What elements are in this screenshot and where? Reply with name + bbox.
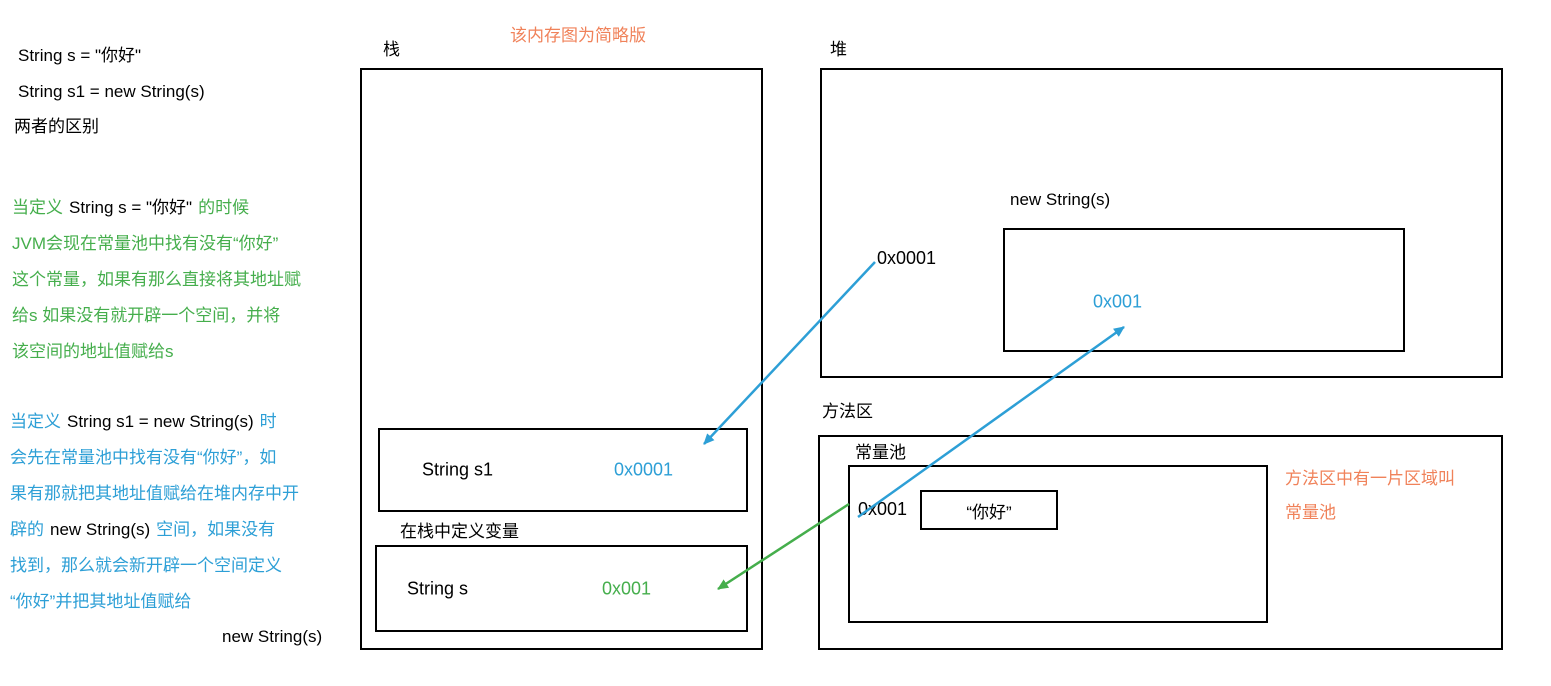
constant-pool-title: 常量池 xyxy=(855,443,906,462)
blue-line-1-code: String s1 = new String(s) xyxy=(67,412,254,431)
blue-line-2: 会先在常量池中找有没有“你好”，如 xyxy=(10,448,277,467)
constant-pool-box xyxy=(848,465,1268,623)
blue-explanation: 当定义 String s1 = new String(s) 时 会先在常量池中找有没… xyxy=(10,404,322,653)
method-area-title: 方法区 xyxy=(822,402,873,421)
green-line-2: JVM会现在常量池中找有没有“你好” xyxy=(12,234,279,253)
blue-line-7: new String(s) xyxy=(222,627,323,646)
blue-line-4c: 空间，如果没有 xyxy=(156,520,276,539)
method-area-side-note: 方法区中有一片区域叫 常量池 xyxy=(1285,462,1455,530)
green-line-1: 当定义 String s = "你好" 的时候 xyxy=(12,190,301,226)
code-line-2: String s1 = new String(s) xyxy=(18,82,205,101)
green-line-1-code: String s = "你好" xyxy=(69,198,193,217)
stack-s1-label: String s1 xyxy=(422,459,494,480)
blue-line-5: 找到，那么就会新开辟一个空间定义 xyxy=(10,556,282,575)
green-line-3: 这个常量，如果有那么直接将其地址赋 xyxy=(12,270,301,289)
string-literal-value: “你好” xyxy=(966,502,1012,522)
green-line-1c: 的时候 xyxy=(198,198,250,217)
heap-object-box: 0x001 xyxy=(1003,228,1405,352)
stack-s-value: 0x001 xyxy=(602,578,652,598)
stack-title: 栈 xyxy=(383,40,400,59)
green-explanation: 当定义 String s = "你好" 的时候 JVM会现在常量池中找有没有“你好”… xyxy=(12,190,301,370)
blue-line-1a: 当定义 xyxy=(10,412,61,431)
blue-line-4a: 辟的 xyxy=(10,520,44,539)
diagram-disclaimer-note: 该内存图为简略版 xyxy=(510,26,646,45)
heap-box xyxy=(820,68,1503,378)
blue-line-4-code: new String(s) xyxy=(50,520,151,539)
heap-title: 堆 xyxy=(830,40,847,59)
blue-line-6: “你好”并把其地址值赋给 xyxy=(10,592,192,611)
green-line-1a: 当定义 xyxy=(12,198,63,217)
stack-s-cell: String s 0x001 xyxy=(375,545,748,632)
stack-s1-value: 0x0001 xyxy=(614,459,674,480)
heap-object-label: new String(s) xyxy=(1010,190,1111,209)
constant-pool-address: 0x001 xyxy=(858,499,908,519)
method-area-side-note-line-2: 常量池 xyxy=(1285,503,1336,522)
green-line-4: 给s 如果没有就开辟一个空间，并将 xyxy=(12,306,281,325)
stack-var-note: 在栈中定义变量 xyxy=(400,522,519,541)
blue-line-1c: 时 xyxy=(259,412,277,431)
stack-s1-cell: String s1 0x0001 xyxy=(378,428,748,512)
green-line-5: 该空间的地址值赋给s xyxy=(12,342,174,361)
blue-line-4: 辟的 new String(s) 空间，如果没有 xyxy=(10,512,322,548)
method-area-side-note-line-1: 方法区中有一片区域叫 xyxy=(1285,469,1455,488)
code-line-3: 两者的区别 xyxy=(14,117,99,136)
stack-s-label: String s xyxy=(407,578,469,598)
blue-line-3: 果有那就把其地址值赋给在堆内存中开 xyxy=(10,484,299,503)
code-line-1: String s = "你好" xyxy=(18,46,142,65)
string-literal-box: “你好” xyxy=(920,490,1058,530)
heap-object-value: 0x001 xyxy=(1093,291,1143,312)
heap-object-address: 0x0001 xyxy=(877,248,937,268)
blue-line-1: 当定义 String s1 = new String(s) 时 xyxy=(10,404,322,440)
